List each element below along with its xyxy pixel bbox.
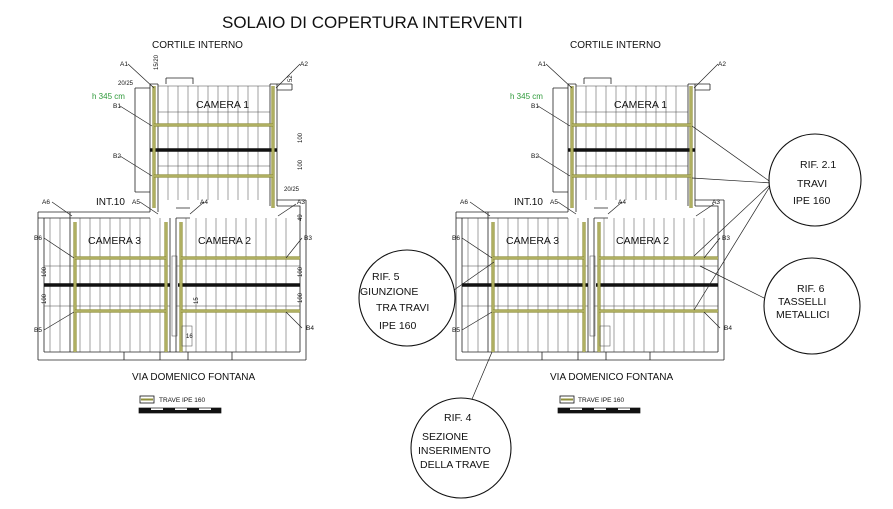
rif-5-line1: RIF. 5 — [372, 271, 400, 283]
tag-a3-right: A3 — [712, 199, 720, 206]
height-label: h 345 cm — [92, 92, 125, 101]
tag-b5-right: B5 — [452, 327, 460, 334]
callout-rif-2-1: RIF. 2.1 TRAVI IPE 160 — [768, 133, 862, 227]
callout-rif-6: RIF. 6 TASSELLI METALLICI — [763, 257, 861, 355]
tag-a6-right: A6 — [460, 199, 468, 206]
dim-16: 16 — [186, 334, 193, 340]
tag-b2-right: B2 — [531, 153, 539, 160]
dim-15: 15 — [194, 297, 200, 304]
street-label-right: VIA DOMENICO FONTANA — [550, 372, 673, 383]
tag-a4-right: A4 — [618, 199, 626, 206]
tag-b3: B3 — [304, 235, 312, 242]
camera1-label-right: CAMERA 1 — [614, 99, 667, 111]
tag-b6-right: B6 — [452, 235, 460, 242]
rif-4-line2: SEZIONE — [422, 431, 468, 443]
callout-rif-4: RIF. 4 SEZIONE INSERIMENTO DELLA TRAVE — [410, 397, 512, 499]
courtyard-label-right: CORTILE INTERNO — [570, 40, 661, 51]
rif-2-1-line3: IPE 160 — [793, 195, 831, 207]
rif-2-1-line2: TRAVI — [797, 178, 827, 190]
rif-5-line3: TRA TRAVI — [376, 302, 429, 314]
tag-b2: B2 — [113, 153, 121, 160]
rif-4-line4: DELLA TRAVE — [420, 459, 490, 471]
legend-label-right: TRAVE IPE 160 — [578, 397, 625, 404]
dim-100-a: 100 — [298, 132, 304, 143]
legend-label: TRAVE IPE 160 — [159, 397, 206, 404]
tag-a2-right: A2 — [718, 61, 726, 68]
int-label: INT.10 — [96, 197, 125, 208]
rif-2-1-line1: RIF. 2.1 — [800, 159, 836, 171]
left-plan: CORTILE INTERNO CAMERA 1 CAMERA 3 CAMERA… — [34, 40, 314, 414]
tag-b1: B1 — [113, 103, 121, 110]
rif-4-line1: RIF. 4 — [444, 412, 472, 424]
dim-20-25-right: 20/25 — [284, 187, 300, 193]
tag-b4: B4 — [306, 325, 314, 332]
street-label: VIA DOMENICO FONTANA — [132, 372, 255, 383]
camera3-label: CAMERA 3 — [88, 235, 141, 247]
scale-bar — [138, 407, 222, 414]
rif-4-line3: INSERIMENTO — [418, 445, 491, 457]
tag-b5: B5 — [34, 327, 42, 334]
tag-a1: A1 — [120, 61, 128, 68]
callout-rif-5: RIF. 5 GIUNZIONE TRA TRAVI IPE 160 — [358, 249, 456, 347]
dim-20-25-top: 20/25 — [118, 81, 134, 87]
camera2-label: CAMERA 2 — [198, 235, 251, 247]
dim-100-c: 100 — [298, 266, 304, 277]
tag-a1-right: A1 — [538, 61, 546, 68]
rif-6-line2: TASSELLI — [778, 296, 826, 308]
tag-a5-right: A5 — [550, 199, 558, 206]
tag-a6: A6 — [42, 199, 50, 206]
dim-15-20: 15/20 — [154, 54, 160, 70]
height-label-right: h 345 cm — [510, 92, 543, 101]
courtyard-label: CORTILE INTERNO — [152, 40, 243, 51]
tag-b6: B6 — [34, 235, 42, 242]
rif-6-line1: RIF. 6 — [797, 283, 825, 295]
rif-5-line2: GIUNZIONE — [360, 286, 418, 298]
dim-100-b: 100 — [298, 159, 304, 170]
camera3-label-right: CAMERA 3 — [506, 235, 559, 247]
tag-a5: A5 — [132, 199, 140, 206]
rif-5-line4: IPE 160 — [379, 320, 417, 332]
dim-52: 52 — [288, 75, 294, 82]
dim-100-d: 100 — [298, 292, 304, 303]
tag-b1-right: B1 — [531, 103, 539, 110]
tag-b4-right: B4 — [724, 325, 732, 332]
tag-a2: A2 — [300, 61, 308, 68]
rif-6-line3: METALLICI — [776, 309, 829, 321]
scale-bar-right — [557, 407, 641, 414]
tag-a4: A4 — [200, 199, 208, 206]
dim-49: 49 — [298, 214, 304, 221]
drawing-title: SOLAIO DI COPERTURA INTERVENTI — [222, 13, 523, 32]
camera1-label: CAMERA 1 — [196, 99, 249, 111]
tag-a3: A3 — [297, 199, 305, 206]
tag-b3-right: B3 — [722, 235, 730, 242]
int-label-right: INT.10 — [514, 197, 543, 208]
dim-100-f: 100 — [42, 293, 48, 304]
right-plan: CORTILE INTERNO CAMERA 1 CAMERA 3 CAMERA… — [358, 40, 862, 499]
legend-right: TRAVE IPE 160 — [557, 395, 641, 414]
dim-100-e: 100 — [42, 266, 48, 277]
legend: TRAVE IPE 160 — [138, 395, 222, 414]
camera2-label-right: CAMERA 2 — [616, 235, 669, 247]
